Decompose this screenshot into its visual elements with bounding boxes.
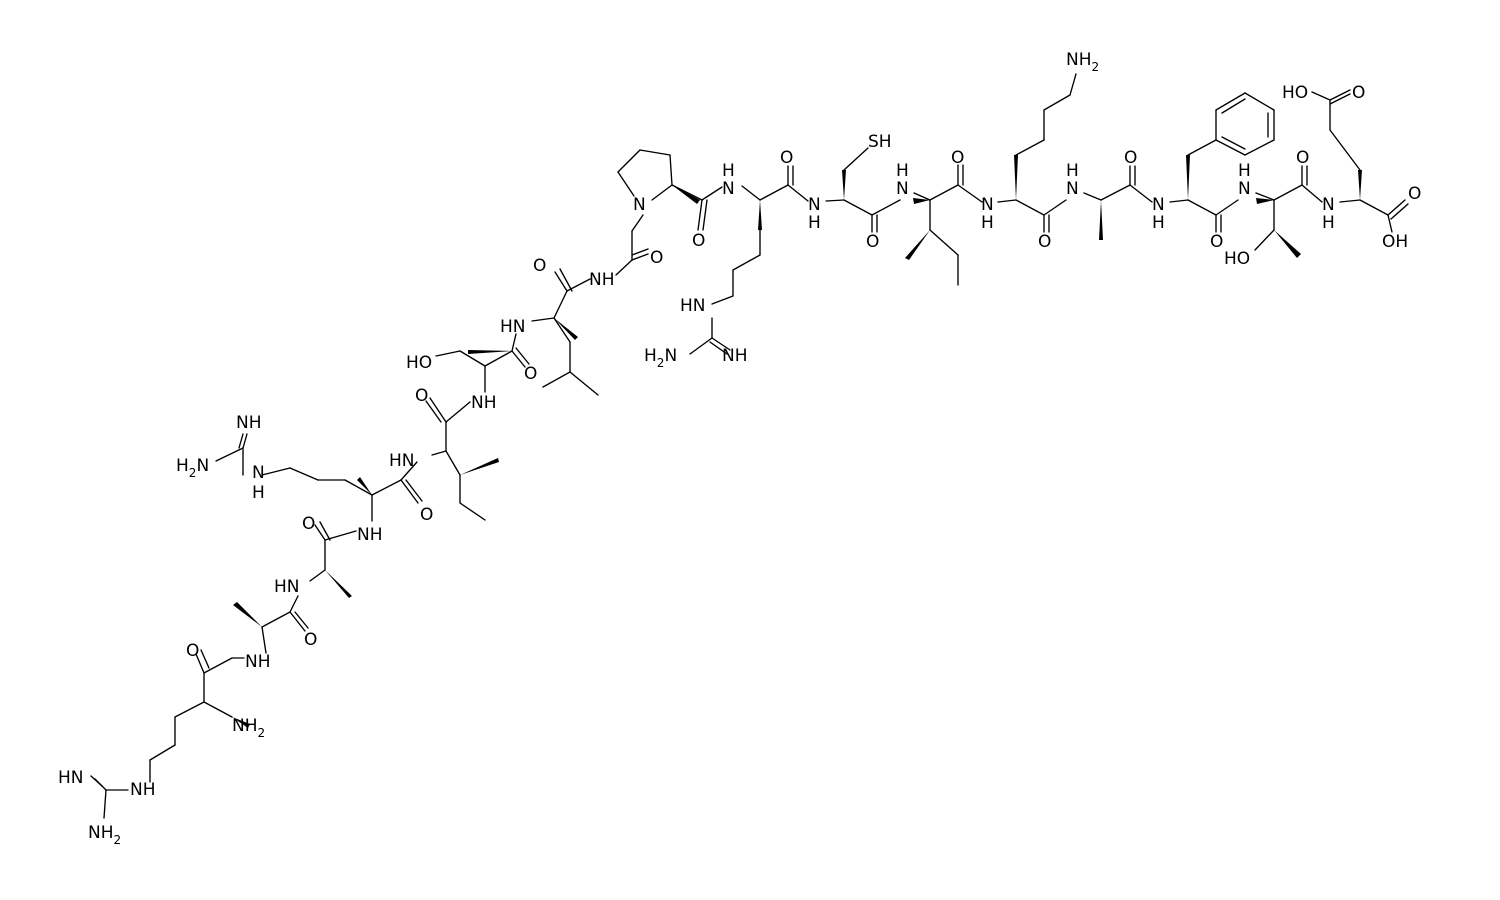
- atom-ho-glu17-side: HO: [1282, 83, 1308, 103]
- atom-labels: HN NH NH2 NH2 O NH O HN O NH O NH H2N N …: [58, 50, 1421, 847]
- atom-n-phe15: N: [1152, 195, 1165, 215]
- atom-n-arg4-guan: N: [252, 463, 265, 483]
- atom-o-arg10: O: [780, 148, 793, 168]
- atom-o-ser6: O: [524, 364, 537, 384]
- atom-o-ala3: O: [302, 514, 315, 534]
- peptide-structure: HN NH NH2 NH2 O NH O HN O NH O NH H2N N …: [58, 50, 1421, 847]
- atom-nh2-n-terminus: NH2: [232, 716, 265, 740]
- atom-n-glu17: N: [1322, 195, 1335, 215]
- atom-n-arg10: N: [722, 179, 735, 199]
- atom-o-cys11: O: [866, 232, 879, 252]
- atom-hn-leu7: HN: [500, 317, 526, 337]
- atom-h-glu17: H: [1322, 213, 1335, 233]
- atom-o-pro9: O: [692, 231, 705, 251]
- atom-hn-ile5: HN: [389, 451, 415, 471]
- atom-nh-ala2: NH: [245, 652, 271, 672]
- atom-ho-ser6: HO: [406, 353, 432, 373]
- atom-oh-glu17-cooh: OH: [1382, 232, 1408, 252]
- atom-ho-thr16: HO: [1224, 249, 1250, 269]
- atom-hn-arg10-guan: HN: [680, 296, 706, 316]
- atom-o-arg4: O: [420, 505, 433, 525]
- atom-o-arg1: O: [186, 641, 199, 661]
- atom-h-arg10: H: [722, 161, 735, 181]
- atom-nh-arg1-guan: NH: [130, 780, 156, 800]
- atom-h-thr16: H: [1238, 161, 1251, 181]
- atom-o-ala2: O: [304, 630, 317, 650]
- atom-hn-ala3: HN: [274, 577, 300, 597]
- atom-o-phe15: O: [1210, 232, 1223, 252]
- stereo-bonds: [232, 155, 1362, 728]
- atom-nh-arg10-guan: NH: [722, 346, 748, 366]
- atom-n-pro9: N: [633, 195, 646, 215]
- atom-h2n-arg4-guan: H2N: [176, 456, 209, 480]
- atom-nh-arg4-guan: NH: [236, 413, 262, 433]
- atom-nh-arg4: NH: [357, 525, 383, 545]
- atom-nh2-arg1-guan: NH2: [88, 823, 121, 847]
- atom-o-lys13: O: [1038, 232, 1051, 252]
- atom-o-gly8: O: [650, 248, 663, 268]
- atom-nh-ser6: NH: [471, 393, 497, 413]
- atom-o-ile5: O: [415, 386, 428, 406]
- atom-o-ala14: O: [1124, 148, 1137, 168]
- atom-nh-gly8: NH: [589, 270, 615, 290]
- atom-h-cys11: H: [808, 213, 821, 233]
- atom-o-ile12: O: [951, 148, 964, 168]
- atom-nh2-lys13: NH2: [1066, 50, 1099, 74]
- atom-n-ile12: N: [896, 179, 909, 199]
- atom-n-cys11: N: [808, 195, 821, 215]
- atom-h-arg4-guan: H: [252, 483, 265, 503]
- atom-hn-arg1-imine: HN: [58, 768, 84, 788]
- bond-lines: [90, 73, 1409, 819]
- atom-h-ala14: H: [1066, 161, 1079, 181]
- atom-n-thr16: N: [1238, 179, 1251, 199]
- atom-h-lys13: H: [981, 213, 994, 233]
- atom-o-thr16: O: [1296, 148, 1309, 168]
- atom-n-ala14: N: [1066, 179, 1079, 199]
- atom-o-glu17-side: O: [1352, 83, 1365, 103]
- atom-o-glu17-cooh: O: [1408, 184, 1421, 204]
- atom-o-leu7: O: [533, 256, 546, 276]
- atom-n-lys13: N: [981, 195, 994, 215]
- atom-h2n-arg10-guan: H2N: [644, 346, 677, 370]
- atom-h-ile12: H: [896, 161, 909, 181]
- atom-sh-cys11: SH: [868, 132, 892, 152]
- atom-h-phe15: H: [1152, 213, 1165, 233]
